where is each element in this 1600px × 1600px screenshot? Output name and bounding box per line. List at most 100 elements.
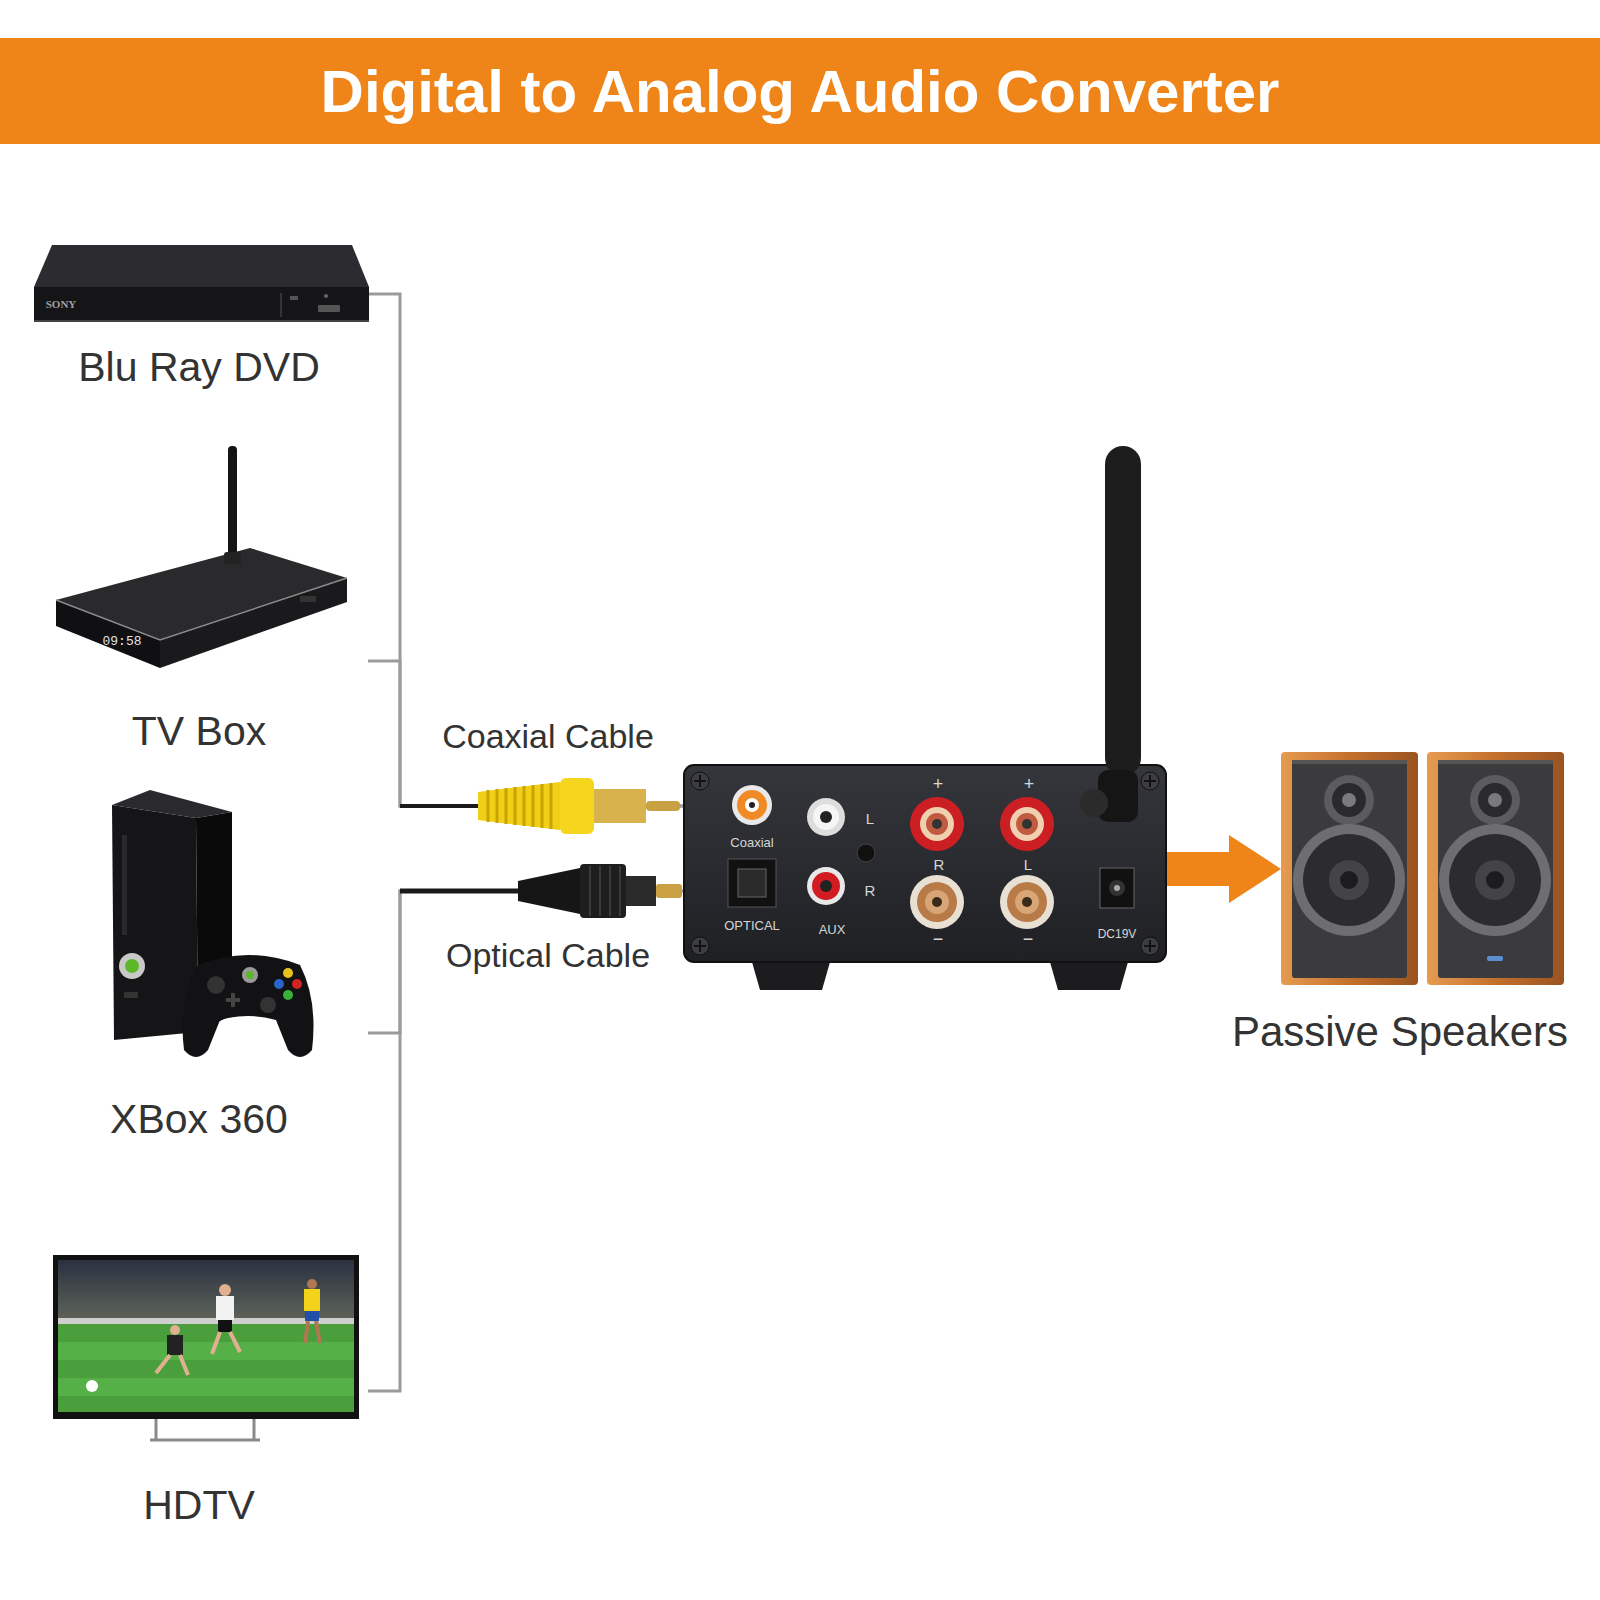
hdtv-part xyxy=(58,1378,354,1396)
coaxial-cable xyxy=(400,778,680,834)
amplifier-body-part xyxy=(932,819,942,829)
hdtv-part xyxy=(212,1332,240,1354)
blu-ray-player-part xyxy=(280,293,282,317)
label-anchor: Coaxial Cable xyxy=(442,717,654,756)
hdtv-part xyxy=(218,1320,232,1332)
port-label-anchor: DC19V xyxy=(1098,928,1137,941)
optical-cable-part xyxy=(518,868,580,914)
amplifier-body-part xyxy=(1015,890,1039,914)
amplifier-body-part xyxy=(807,867,845,905)
speaker-right-part xyxy=(1475,860,1515,900)
xbox-controller xyxy=(183,955,314,1057)
blu-ray-player-part xyxy=(34,245,369,287)
tv-box-part xyxy=(224,552,241,564)
label-anchor: 09:58 xyxy=(102,635,141,650)
tv-box-part xyxy=(300,596,316,602)
source-device: XBox 360 xyxy=(30,794,368,1143)
device-label: HDTV xyxy=(30,1481,368,1529)
hdtv-part xyxy=(304,1289,320,1311)
tv-box xyxy=(56,446,347,668)
port-label-anchor: L xyxy=(866,811,874,828)
speaker-right-part xyxy=(1486,871,1504,889)
amplifier-body-part xyxy=(812,872,840,900)
coaxial-cable-part xyxy=(400,804,482,808)
speaker-left-part xyxy=(1332,783,1366,817)
hdtv-part xyxy=(58,1342,354,1360)
tv-box-part xyxy=(56,578,347,640)
xbox-controller-part xyxy=(283,990,293,1000)
speaker-left-part xyxy=(1303,834,1395,926)
amplifier-body-part xyxy=(1050,962,1128,990)
hdtv-part xyxy=(150,1419,260,1440)
port-label: DC19V xyxy=(1098,928,1137,941)
port-label-anchor: OPTICAL xyxy=(724,919,780,933)
source-device: Blu Ray DVD xyxy=(30,245,368,391)
title-bar xyxy=(0,38,1600,144)
port-label-anchor: R xyxy=(865,883,876,900)
speaker-left-part xyxy=(1293,824,1405,936)
cable-line xyxy=(368,661,684,806)
speaker-right-part xyxy=(1478,783,1512,817)
optical-cable-part xyxy=(580,864,626,918)
speaker-right-part xyxy=(1438,760,1553,764)
xbox-console-part xyxy=(119,953,145,979)
xbox-controller-part xyxy=(260,997,276,1013)
speaker-left-part xyxy=(1342,793,1356,807)
xbox-controller-part xyxy=(242,967,258,983)
amplifier-body-part xyxy=(910,875,964,929)
antenna-part xyxy=(1105,446,1141,776)
tv-box-part xyxy=(228,446,237,566)
xbox-controller-part xyxy=(283,968,293,978)
xbox-controller-part xyxy=(274,979,284,989)
hdtv-part xyxy=(170,1325,180,1335)
cable-label: Optical Cable xyxy=(446,936,650,975)
amplifier-body xyxy=(684,765,1166,990)
amplifier-body-part xyxy=(745,798,759,812)
speaker-right xyxy=(1427,752,1564,985)
title-bar-part xyxy=(0,38,1600,144)
blu-ray-player-part xyxy=(34,320,369,322)
port-label-anchor: R xyxy=(934,857,945,874)
amplifier-body-part xyxy=(813,804,839,830)
amplifier-body-part xyxy=(857,844,875,862)
device-label: XBox 360 xyxy=(30,1095,368,1143)
speaker-right-part xyxy=(1449,834,1541,926)
brand-mark: SONY xyxy=(46,298,77,311)
port-label: R xyxy=(934,857,945,874)
port-label: OPTICAL xyxy=(724,919,780,933)
optical-cable-part xyxy=(590,866,620,916)
hdtv-part xyxy=(58,1260,354,1412)
amplifier-body-part xyxy=(1000,797,1054,851)
speaker-right-part xyxy=(1487,956,1503,961)
device-label: TV Box xyxy=(30,707,368,755)
port-label: AUX xyxy=(819,923,846,937)
amplifier-body-part xyxy=(694,775,1156,952)
converter-amplifier: CoaxialOPTICALAUXLR++RL−−DC19V xyxy=(684,765,1166,962)
amplifier-body-part xyxy=(920,807,954,841)
port-label-anchor: Coaxial xyxy=(730,836,773,850)
hdtv-part xyxy=(305,1311,319,1321)
blu-ray-player-part xyxy=(318,305,340,312)
display-readout: 09:58 xyxy=(102,635,141,650)
amplifier-body-part xyxy=(807,798,845,836)
tv-box-part xyxy=(160,578,347,668)
port-label: Coaxial xyxy=(730,836,773,850)
coaxial-cable-part xyxy=(478,782,560,830)
cable-line xyxy=(368,891,684,1033)
optical-cable-part xyxy=(400,889,522,894)
coaxial-cable-part xyxy=(594,789,646,823)
hdtv-part xyxy=(156,1355,188,1375)
xbox-controller-part xyxy=(226,993,240,1007)
xbox-console-part xyxy=(124,992,138,998)
amplifier-body-part xyxy=(737,790,767,820)
speaker-right-part xyxy=(1427,752,1564,985)
amplifier-body-part xyxy=(728,859,776,907)
speaker-pair: Passive Speakers xyxy=(1281,752,1519,1057)
speaker-left-part xyxy=(1281,752,1418,985)
speaker-right-part xyxy=(1470,775,1520,825)
amplifier-body-part xyxy=(926,813,948,835)
cable-line xyxy=(368,891,684,1391)
port-label-anchor: − xyxy=(1023,930,1034,950)
